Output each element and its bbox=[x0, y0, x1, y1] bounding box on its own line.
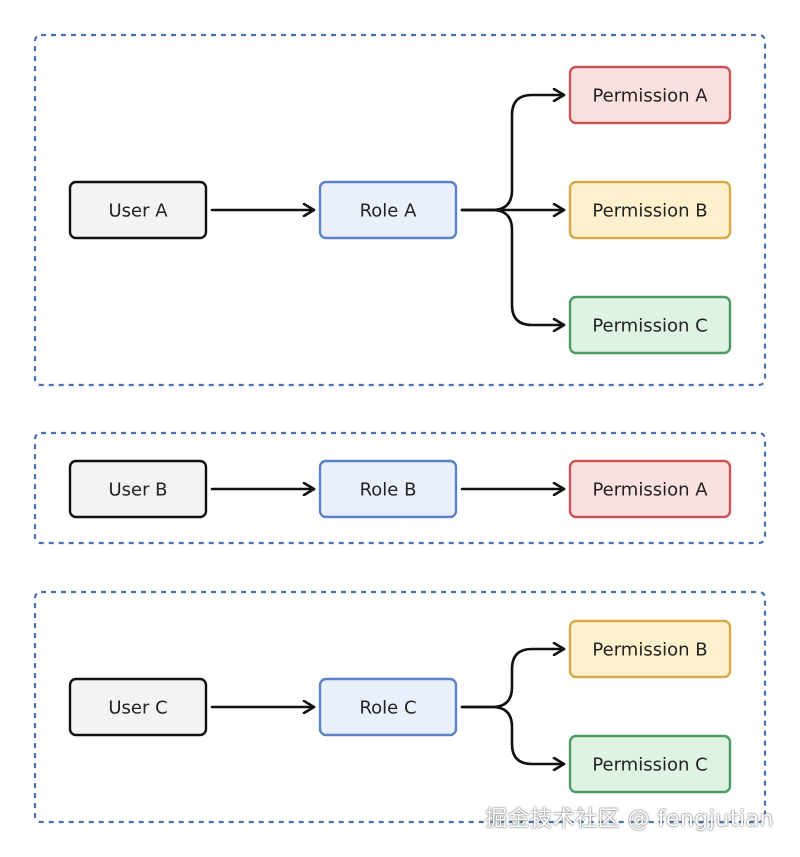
group-c-permission-b-node: Permission B bbox=[568, 619, 732, 679]
group-a-permission-c-label: Permission C bbox=[592, 316, 707, 337]
group-c-permission-b-box bbox=[568, 619, 732, 679]
group-c-permission-b-label: Permission B bbox=[592, 640, 707, 661]
group-a-permission-a-label: Permission A bbox=[592, 86, 708, 107]
group-a-permission-a-box bbox=[568, 65, 732, 125]
role-c-box bbox=[318, 677, 458, 737]
edge-role-a-to-permission-a bbox=[460, 95, 566, 212]
group-b-permission-a-node: Permission A bbox=[568, 459, 732, 519]
user-b-node: User B bbox=[68, 459, 208, 519]
group-b-permission-a-box bbox=[568, 459, 732, 519]
edge-role-a-to-permission-c bbox=[460, 208, 566, 325]
group-c-permission-c-label: Permission C bbox=[592, 755, 707, 776]
role-b-node: Role B bbox=[318, 459, 458, 519]
role-a-label: Role A bbox=[360, 201, 418, 222]
group-a-permission-b-label: Permission B bbox=[592, 201, 707, 222]
role-c-node: Role C bbox=[318, 677, 458, 737]
user-a-box bbox=[68, 180, 208, 240]
watermark-text: 掘金技术社区 @ fengjutian bbox=[485, 807, 774, 832]
group-a-permission-c-node: Permission C bbox=[568, 295, 732, 355]
group-a-permission-b-node: Permission B bbox=[568, 180, 732, 240]
role-a-box bbox=[318, 180, 458, 240]
user-c-label: User C bbox=[108, 698, 167, 719]
group-c-permission-c-box bbox=[568, 734, 732, 794]
role-a-node: Role A bbox=[318, 180, 458, 240]
group-b-permission-a-label: Permission A bbox=[592, 480, 708, 501]
role-c-label: Role C bbox=[359, 698, 416, 719]
group-c-container bbox=[33, 590, 767, 824]
group-b-container bbox=[33, 431, 767, 545]
user-b-box bbox=[68, 459, 208, 519]
group-a-permission-a-node: Permission A bbox=[568, 65, 732, 125]
group-a-permission-b-box bbox=[568, 180, 732, 240]
user-a-label: User A bbox=[108, 201, 168, 222]
user-b-label: User B bbox=[108, 480, 167, 501]
group-a-permission-c-box bbox=[568, 295, 732, 355]
role-b-label: Role B bbox=[360, 480, 417, 501]
edge-role-c-to-permission-c bbox=[460, 705, 566, 764]
user-a-node: User A bbox=[68, 180, 208, 240]
user-c-node: User C bbox=[68, 677, 208, 737]
edge-role-c-to-permission-b bbox=[460, 649, 566, 709]
group-c-permission-c-node: Permission C bbox=[568, 734, 732, 794]
user-c-box bbox=[68, 677, 208, 737]
role-b-box bbox=[318, 459, 458, 519]
group-a-container bbox=[33, 33, 767, 387]
